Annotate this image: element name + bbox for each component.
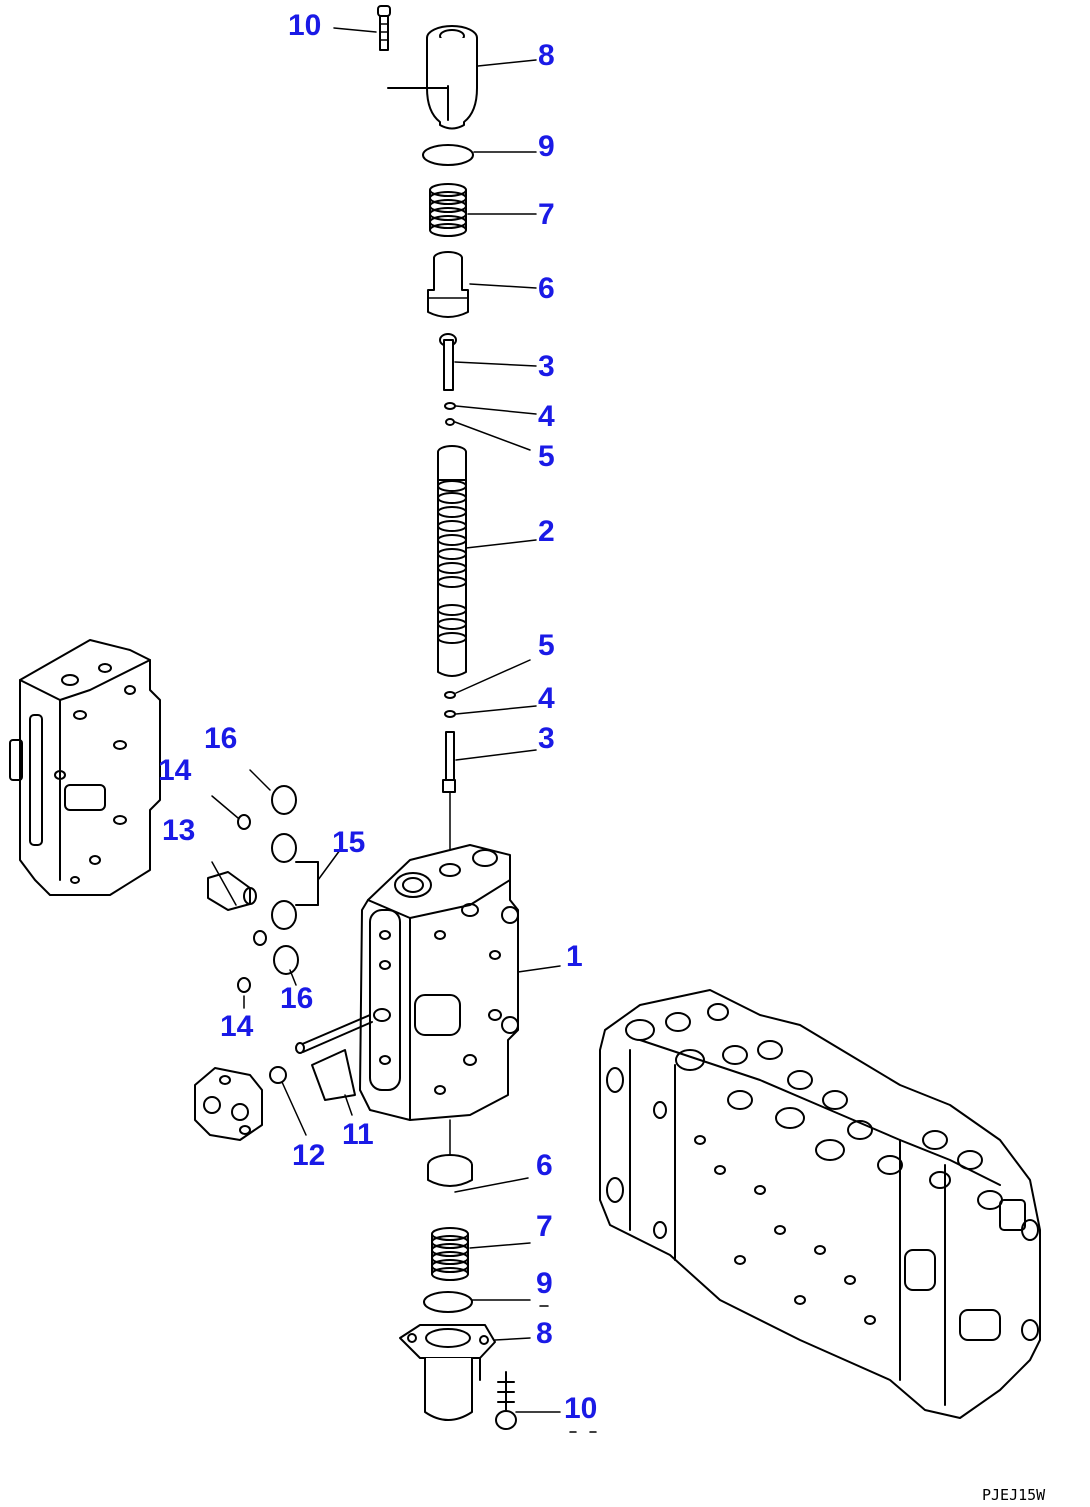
part-12-ball xyxy=(269,1066,287,1084)
part-10-bottom-bolt xyxy=(495,1371,517,1430)
part-9-bottom-oring xyxy=(423,1291,473,1313)
part-cover-small xyxy=(194,1067,263,1141)
part-14-b-oring xyxy=(237,977,251,993)
callout-14-b: 14 xyxy=(220,1010,254,1043)
callout-8-bottom: 8 xyxy=(536,1317,553,1350)
part-13-plug xyxy=(207,871,257,911)
part-15-oring-set xyxy=(271,833,319,930)
callout-16-b: 16 xyxy=(280,982,313,1015)
callout-7-top: 7 xyxy=(538,198,555,231)
callout-7-bottom: 7 xyxy=(536,1210,553,1243)
part-6-top-retainer xyxy=(427,251,469,318)
part-3-mid-pin xyxy=(442,731,456,851)
part-8-bottom-cap xyxy=(399,1324,496,1421)
part-3-top-pin xyxy=(439,333,457,391)
callout-16-a: 16 xyxy=(204,722,237,755)
callout-2: 2 xyxy=(538,515,555,548)
part-16-a-oring xyxy=(271,785,297,815)
callout-9-bottom: 9 xyxy=(536,1267,553,1300)
leader-lines xyxy=(211,27,597,1433)
callout-4-top: 4 xyxy=(538,400,555,433)
part-10-top-bolt xyxy=(377,5,391,51)
callout-3-top: 3 xyxy=(538,350,555,383)
callout-9-top: 9 xyxy=(538,130,555,163)
callout-labels: 10 8 9 7 6 3 4 5 2 5 4 3 16 14 13 15 1 1… xyxy=(158,9,597,1425)
callout-6-top: 6 xyxy=(538,272,555,305)
callout-12: 12 xyxy=(292,1139,325,1172)
part-left-valve-section xyxy=(9,639,161,896)
part-4-mid-washer xyxy=(444,710,456,718)
callout-1: 1 xyxy=(566,940,583,973)
callout-4-mid: 4 xyxy=(538,682,555,715)
callout-10-top: 10 xyxy=(288,9,321,42)
part-7-bottom-spring xyxy=(431,1227,469,1281)
part-1-valve-body xyxy=(359,844,519,1161)
callout-5-top: 5 xyxy=(538,440,555,473)
callout-10-bottom: 10 xyxy=(564,1392,597,1425)
part-control-valve-assembly xyxy=(599,989,1041,1419)
part-14-a-oring xyxy=(237,814,251,830)
part-8-top-cap xyxy=(387,25,478,130)
callout-11: 11 xyxy=(342,1118,374,1151)
callout-14-a: 14 xyxy=(158,754,192,787)
part-5-mid-ball xyxy=(444,691,456,699)
part-5-top-ball xyxy=(445,418,455,426)
part-6-bottom-retainer xyxy=(427,1154,473,1187)
part-2-spool xyxy=(437,445,467,677)
callout-15: 15 xyxy=(332,826,365,859)
callout-8-top: 8 xyxy=(538,39,555,72)
callout-13: 13 xyxy=(162,814,195,847)
part-11-pin xyxy=(295,1014,373,1101)
callout-6-bottom: 6 xyxy=(536,1149,553,1182)
callout-3-mid: 3 xyxy=(538,722,555,755)
part-14-c-oring xyxy=(253,930,267,946)
part-9-top-oring xyxy=(422,144,474,166)
part-4-top-washer xyxy=(444,402,456,410)
part-7-top-spring xyxy=(429,183,467,237)
callout-5-mid: 5 xyxy=(538,629,555,662)
part-16-b-oring xyxy=(273,945,299,975)
diagram-code: PJEJ15W xyxy=(982,1486,1046,1504)
